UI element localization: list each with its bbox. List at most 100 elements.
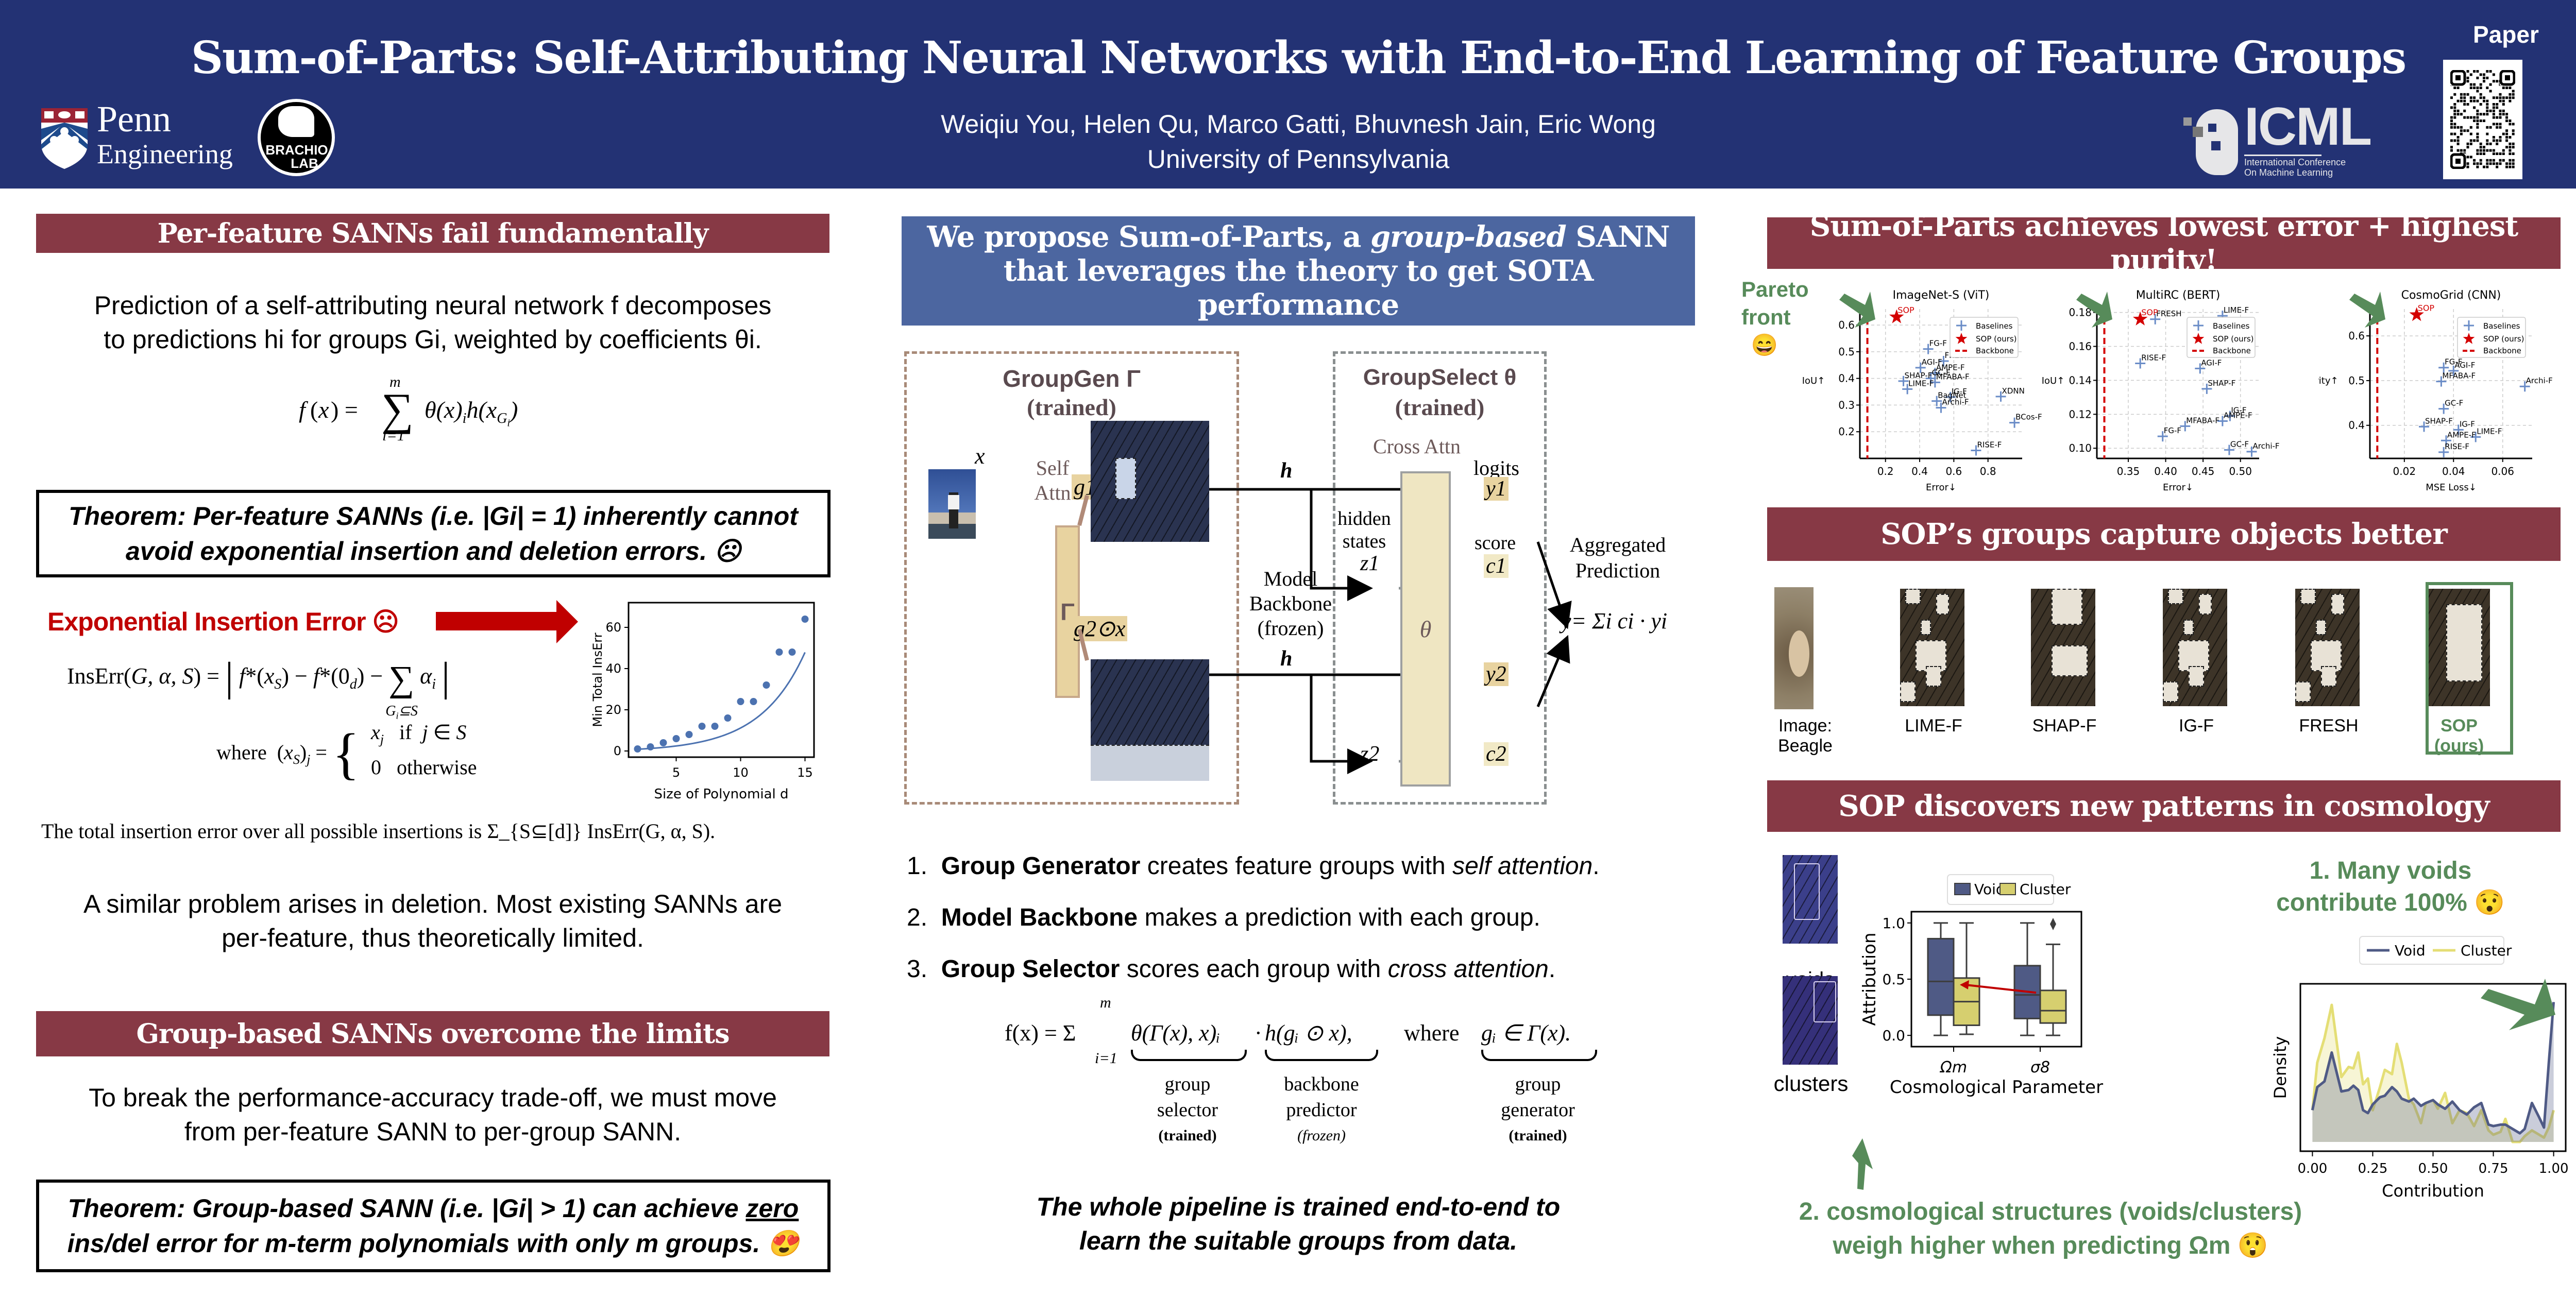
baseline-label: RISE-F bbox=[2141, 353, 2166, 362]
data-point bbox=[698, 723, 706, 730]
input-x-label: x bbox=[975, 443, 985, 469]
qr-module bbox=[2486, 103, 2489, 106]
legend-cluster: Cluster bbox=[2461, 942, 2512, 959]
qr-module bbox=[2486, 162, 2489, 165]
qr-module bbox=[2512, 123, 2515, 126]
data-point bbox=[634, 745, 641, 753]
qr-module bbox=[2473, 162, 2476, 165]
qr-module bbox=[2460, 93, 2463, 96]
voids-map-image bbox=[1783, 855, 1838, 944]
qr-module bbox=[2466, 162, 2469, 165]
x-tick-label: 0.35 bbox=[2117, 465, 2140, 477]
qr-module bbox=[2469, 139, 2472, 142]
chart-title: ImageNet-S (ViT) bbox=[1893, 289, 1990, 302]
qr-module bbox=[2486, 70, 2489, 73]
qr-module bbox=[2476, 132, 2479, 135]
x-axis-label: Cosmological Parameter bbox=[1890, 1077, 2103, 1098]
baseline-marker-archi-f bbox=[2519, 381, 2530, 392]
qr-module bbox=[2496, 152, 2499, 155]
qr-module bbox=[2479, 87, 2482, 89]
baseline-marker-xdnn bbox=[1995, 391, 2006, 402]
paper-qr-code[interactable] bbox=[2443, 60, 2522, 179]
qr-module bbox=[2509, 136, 2512, 139]
data-point bbox=[801, 616, 809, 623]
qr-module bbox=[2496, 96, 2499, 99]
qr-module bbox=[2496, 106, 2499, 109]
qr-module bbox=[2476, 109, 2479, 112]
qr-module bbox=[2505, 165, 2509, 168]
qr-module bbox=[2466, 142, 2469, 145]
mask-caption: FRESH bbox=[2299, 716, 2359, 736]
y-tick-label: 0.0 bbox=[1882, 1027, 1905, 1044]
qr-module bbox=[2509, 165, 2512, 168]
legend-baselines-icon bbox=[2193, 320, 2204, 331]
qr-finder-center bbox=[2505, 75, 2510, 80]
qr-module bbox=[2505, 136, 2509, 139]
qr-module bbox=[2492, 73, 2495, 76]
baseline-label: IG-F bbox=[1952, 387, 1967, 396]
qr-module bbox=[2489, 162, 2492, 165]
green-pointer-arrow-icon bbox=[2481, 979, 2555, 1030]
baseline-marker-rise-f bbox=[1971, 445, 1981, 456]
qr-module bbox=[2463, 129, 2466, 132]
sop-star-marker bbox=[1889, 309, 1904, 323]
baseline-label: BCos-F bbox=[2015, 413, 2042, 422]
baseline-label: SHAP-F bbox=[1905, 371, 1933, 380]
legend-cluster-swatch bbox=[1999, 883, 2016, 895]
baseline-label: SHAP-F bbox=[2425, 416, 2453, 425]
qr-module bbox=[2463, 149, 2466, 152]
penn-shield-logo bbox=[41, 108, 88, 169]
qr-module bbox=[2486, 113, 2489, 116]
baseline-marker-bcos-f bbox=[2009, 417, 2020, 428]
qr-module bbox=[2486, 165, 2489, 168]
y-axis-label: Attribution bbox=[1859, 932, 1880, 1026]
x-tick-label: 5 bbox=[672, 765, 680, 780]
qr-module bbox=[2476, 113, 2479, 116]
qr-module bbox=[2509, 162, 2512, 165]
qr-module bbox=[2456, 87, 2460, 89]
qr-module bbox=[2486, 149, 2489, 152]
mask-caption: LIME-F bbox=[1905, 716, 1962, 736]
qr-module bbox=[2466, 116, 2469, 119]
legend-backbone: Backbone bbox=[2213, 346, 2251, 355]
mask-image-shap-f bbox=[2031, 589, 2095, 706]
legend-box bbox=[2187, 317, 2256, 358]
qr-module bbox=[2499, 162, 2502, 165]
y-tick-label: 60 bbox=[605, 620, 621, 635]
qr-module bbox=[2453, 106, 2456, 109]
brace-backbone bbox=[1265, 1050, 1378, 1061]
icml-logo-text: ICML bbox=[2244, 97, 2372, 157]
legend-box bbox=[2457, 317, 2526, 358]
x-axis-label: MSE Loss↓ bbox=[2426, 482, 2477, 493]
qr-module bbox=[2450, 106, 2453, 109]
qr-module bbox=[2489, 149, 2492, 152]
qr-module bbox=[2505, 116, 2509, 119]
data-point bbox=[711, 723, 719, 730]
y-tick-label: 0.5 bbox=[2348, 374, 2365, 387]
qr-module bbox=[2505, 132, 2509, 135]
qr-module bbox=[2476, 116, 2479, 119]
h-label-bottom: h bbox=[1280, 647, 1293, 671]
qr-module bbox=[2486, 132, 2489, 135]
qr-module bbox=[2476, 136, 2479, 139]
red-annotation-arrow bbox=[1964, 983, 2037, 994]
density-line-void bbox=[2311, 1002, 2555, 1135]
x-axis-label: Error↓ bbox=[2163, 482, 2193, 493]
qr-module bbox=[2496, 80, 2499, 83]
y-tick-label: 0.14 bbox=[2069, 374, 2092, 386]
section-heading-per-feature: Per-feature SANNs fail fundamentally bbox=[36, 214, 829, 253]
y-tick-label: 0.4 bbox=[1838, 372, 1855, 385]
data-point bbox=[737, 698, 744, 705]
y-tick-label: 40 bbox=[605, 661, 621, 676]
qr-module bbox=[2479, 83, 2482, 86]
pareto-arrow-icon bbox=[1839, 292, 1875, 328]
red-arrow-head-icon bbox=[556, 600, 578, 643]
baseline-marker-shap-f bbox=[1898, 375, 1909, 386]
qr-module bbox=[2453, 123, 2456, 126]
qr-module bbox=[2450, 119, 2453, 122]
category-label: σ8 bbox=[2030, 1058, 2050, 1077]
data-point bbox=[750, 698, 757, 705]
group1-masked-image bbox=[1091, 421, 1209, 542]
qr-module bbox=[2492, 123, 2495, 126]
